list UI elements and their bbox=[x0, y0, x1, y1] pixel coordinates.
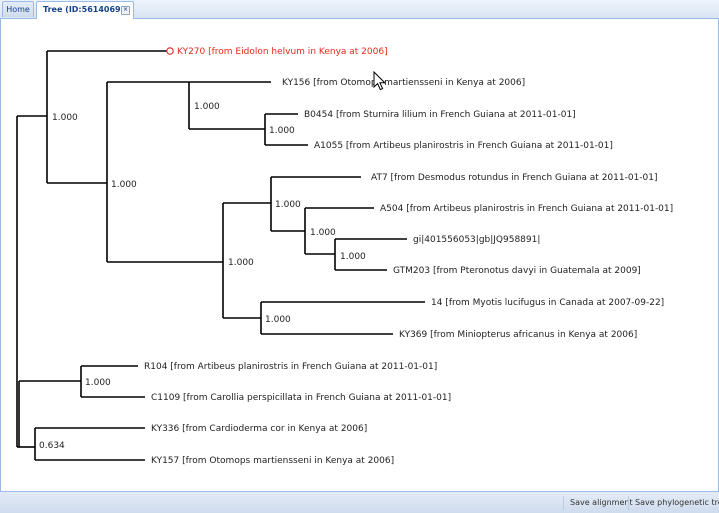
leaf-label-r104[interactable]: R104 [from Artibeus planirostris in Fren… bbox=[144, 362, 437, 372]
tab-home[interactable]: Home bbox=[2, 1, 34, 17]
support-value: 1.000 bbox=[111, 180, 137, 190]
tab-bar: Home Tree (ID:56140691) × bbox=[0, 0, 719, 19]
tree-panel: 1.000 1.000 1.000 1.000 1.000 1.000 1.00… bbox=[0, 19, 719, 491]
save-alignment-button[interactable]: Save alignment bbox=[563, 496, 639, 510]
selected-node-icon[interactable] bbox=[166, 47, 174, 55]
save-tree-button[interactable]: Save phylogenetic tree bbox=[628, 496, 719, 510]
leaf-label-at7[interactable]: AT7 [from Desmodus rotundus in French Gu… bbox=[371, 173, 658, 183]
support-value: 1.000 bbox=[52, 113, 78, 123]
leaf-label-ky156[interactable]: KY156 [from Otomops martiensseni in Keny… bbox=[282, 78, 525, 88]
support-value: 1.000 bbox=[340, 252, 366, 262]
support-value: 1.000 bbox=[194, 102, 220, 112]
leaf-label-a504[interactable]: A504 [from Artibeus planirostris in Fren… bbox=[380, 204, 673, 214]
leaf-label-ky270[interactable]: KY270 [from Eidolon helvum in Kenya at 2… bbox=[177, 47, 388, 57]
tree-branches bbox=[16, 50, 425, 461]
support-value: 1.000 bbox=[85, 378, 111, 388]
leaf-label-14[interactable]: 14 [from Myotis lucifugus in Canada at 2… bbox=[431, 298, 664, 308]
mouse-cursor-icon bbox=[373, 71, 387, 91]
leaf-label-c1109[interactable]: C1109 [from Carollia perspicillata in Fr… bbox=[151, 393, 451, 403]
leaf-label-gi401556053[interactable]: gi|401556053|gb|JQ958891| bbox=[413, 235, 540, 245]
support-value: 1.000 bbox=[275, 200, 301, 210]
leaf-label-ky369[interactable]: KY369 [from Miniopterus africanus in Ken… bbox=[399, 330, 637, 340]
tab-tree-label: Tree (ID:56140691) bbox=[43, 5, 130, 14]
support-value: 1.000 bbox=[228, 258, 254, 268]
leaf-label-ky336[interactable]: KY336 [from Cardioderma cor in Kenya at … bbox=[151, 424, 367, 434]
leaf-label-b0454[interactable]: B0454 [from Sturnira lilium in French Gu… bbox=[304, 110, 576, 120]
support-value: 1.000 bbox=[265, 315, 291, 325]
support-value: 1.000 bbox=[269, 126, 295, 136]
support-value: 0.634 bbox=[39, 441, 65, 451]
leaf-label-a1055[interactable]: A1055 [from Artibeus planirostris in Fre… bbox=[314, 141, 613, 151]
support-value: 1.000 bbox=[310, 228, 336, 238]
leaf-label-gtm203[interactable]: GTM203 [from Pteronotus davyi in Guatema… bbox=[393, 266, 641, 276]
phylogenetic-tree: 1.000 1.000 1.000 1.000 1.000 1.000 1.00… bbox=[16, 47, 673, 466]
leaf-label-ky157[interactable]: KY157 [from Otomops martiensseni in Keny… bbox=[151, 456, 394, 466]
close-icon[interactable]: × bbox=[121, 6, 130, 15]
footer-toolbar: Save alignment Save phylogenetic tree bbox=[0, 491, 719, 513]
tab-tree[interactable]: Tree (ID:56140691) × bbox=[36, 1, 134, 19]
